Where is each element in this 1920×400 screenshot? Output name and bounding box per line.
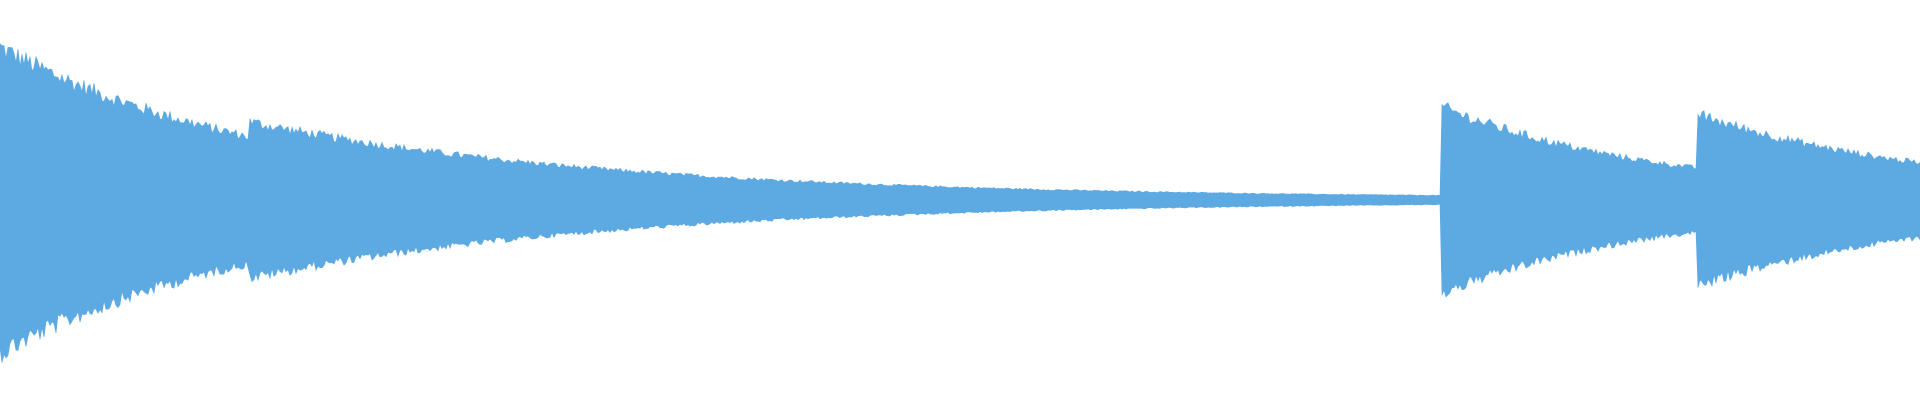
waveform-shape <box>0 43 1920 363</box>
